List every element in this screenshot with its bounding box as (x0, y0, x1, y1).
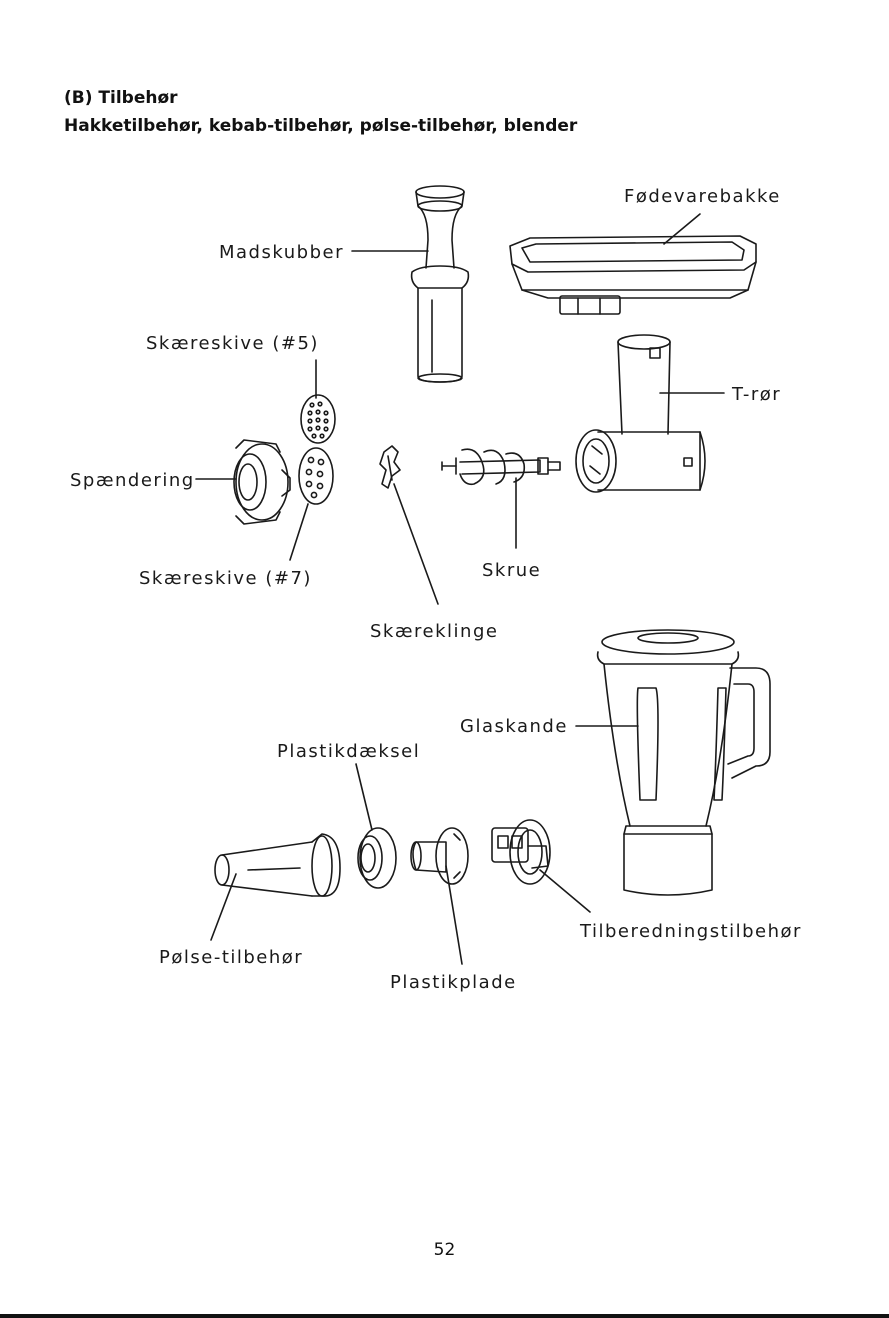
food-tray-drawing (510, 236, 756, 314)
food-pusher-drawing (412, 186, 469, 382)
label-tror: T-rør (731, 384, 781, 405)
leader-skaereklinge (394, 484, 438, 604)
ring-nut-drawing (234, 440, 290, 524)
plastic-cover-drawing (358, 828, 396, 888)
cutting-disc-7-drawing (299, 448, 333, 504)
cutting-disc-5-drawing (301, 395, 335, 443)
sausage-attachment-drawing (215, 834, 340, 896)
label-plastikplade: Plastikplade (390, 972, 517, 993)
label-fodevarebakke: Fødevarebakke (624, 186, 781, 207)
leader-plastikdaeksel (356, 764, 372, 830)
label-spaendering: Spændering (70, 470, 195, 491)
label-skaereklinge: Skæreklinge (370, 621, 498, 642)
label-tilberedningstilbehor: Tilberedningstilbehør (579, 921, 802, 942)
label-glaskande: Glaskande (460, 716, 568, 737)
plastic-plate-drawing (411, 828, 468, 884)
leader-fodevarebakke (664, 214, 700, 244)
screw-drawing (442, 449, 560, 484)
cutting-blade-drawing (380, 446, 400, 488)
label-skaereskive5: Skæreskive (#5) (146, 333, 319, 354)
bottom-rule (0, 1314, 889, 1318)
leader-tilberedningstilbehor (540, 870, 590, 912)
label-madskubber: Madskubber (219, 242, 344, 263)
preparation-accessory-drawing (492, 820, 550, 884)
label-polsetilbehor: Pølse-tilbehør (159, 947, 303, 968)
t-tube-drawing (576, 335, 705, 492)
blender-jug-drawing (598, 630, 770, 895)
label-skrue: Skrue (482, 560, 541, 581)
leader-skaereskive7 (290, 504, 308, 560)
page-number: 52 (0, 1240, 889, 1260)
label-skaereskive7: Skæreskive (#7) (139, 568, 312, 589)
label-plastikdaeksel: Plastikdæksel (277, 741, 420, 762)
